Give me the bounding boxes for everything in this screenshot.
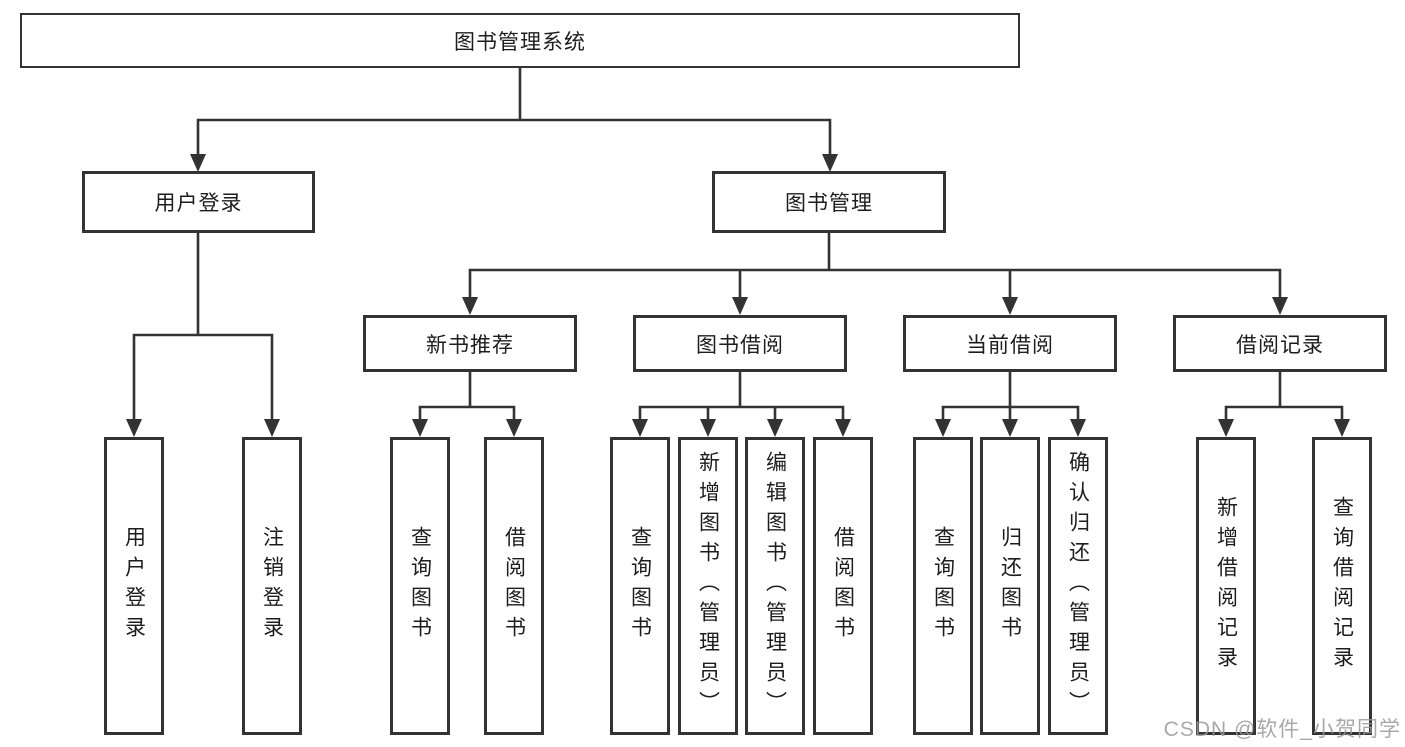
- watermark-text: CSDN @软件_小贺同学: [1163, 718, 1401, 741]
- node-br-add-record-label: 新增借阅记录: [1214, 496, 1238, 676]
- node-bb-edit-books-admin: 编辑图书（管理员）: [745, 437, 805, 735]
- node-user-login-action: 用户登录: [104, 437, 164, 735]
- node-cb-return-books: 归还图书: [980, 437, 1040, 735]
- node-borrow-records-label: 借阅记录: [1236, 333, 1324, 357]
- connector-book-borrow-children: [632, 372, 851, 437]
- node-nbr-borrow-books: 借阅图书: [484, 437, 544, 735]
- node-logout: 注销登录: [242, 437, 302, 735]
- node-nbr-query-books: 查询图书: [390, 437, 450, 735]
- node-br-query-record-label: 查询借阅记录: [1330, 496, 1354, 676]
- node-book-borrow: 图书借阅: [633, 315, 847, 372]
- node-new-book-recommend: 新书推荐: [363, 315, 577, 372]
- node-cb-confirm-return-admin: 确认归还（管理员）: [1048, 437, 1108, 735]
- node-cb-return-books-label: 归还图书: [998, 526, 1022, 646]
- connector-borrow-records-children: [1218, 372, 1350, 437]
- node-current-borrow: 当前借阅: [903, 315, 1117, 372]
- node-bb-edit-books-admin-label: 编辑图书（管理员）: [763, 451, 787, 721]
- node-book-management-label: 图书管理: [785, 192, 873, 215]
- node-current-borrow-label: 当前借阅: [966, 333, 1054, 357]
- node-nbr-borrow-books-label: 借阅图书: [502, 526, 526, 646]
- node-new-book-recommend-label: 新书推荐: [426, 333, 514, 357]
- connector-new-book-recommend-children: [412, 372, 522, 437]
- node-user-login-label: 用户登录: [154, 192, 243, 215]
- node-bb-borrow-books: 借阅图书: [813, 437, 873, 735]
- node-user-login: 用户登录: [82, 171, 315, 233]
- node-cb-query-books: 查询图书: [913, 437, 973, 735]
- node-br-query-record: 查询借阅记录: [1312, 437, 1372, 735]
- connector-user-login-children: [126, 233, 280, 437]
- connector-current-borrow-children: [935, 372, 1086, 437]
- node-bb-add-books-admin-label: 新增图书（管理员）: [696, 451, 720, 721]
- node-user-login-action-label: 用户登录: [122, 526, 146, 646]
- connector-root-to-level2: [190, 68, 838, 172]
- node-root-label: 图书管理系统: [454, 30, 586, 54]
- node-cb-confirm-return-admin-label: 确认归还（管理员）: [1066, 451, 1090, 721]
- node-bb-query-books-label: 查询图书: [628, 526, 652, 646]
- node-bb-query-books: 查询图书: [610, 437, 670, 735]
- node-book-borrow-label: 图书借阅: [696, 333, 784, 357]
- node-logout-label: 注销登录: [260, 526, 284, 646]
- node-bb-add-books-admin: 新增图书（管理员）: [678, 437, 738, 735]
- node-bb-borrow-books-label: 借阅图书: [831, 526, 855, 646]
- node-borrow-records: 借阅记录: [1173, 315, 1387, 372]
- node-cb-query-books-label: 查询图书: [931, 526, 955, 646]
- connector-book-management-children: [462, 233, 1288, 315]
- node-br-add-record: 新增借阅记录: [1196, 437, 1256, 735]
- node-root: 图书管理系统: [20, 13, 1020, 68]
- node-book-management: 图书管理: [712, 171, 946, 233]
- node-nbr-query-books-label: 查询图书: [408, 526, 432, 646]
